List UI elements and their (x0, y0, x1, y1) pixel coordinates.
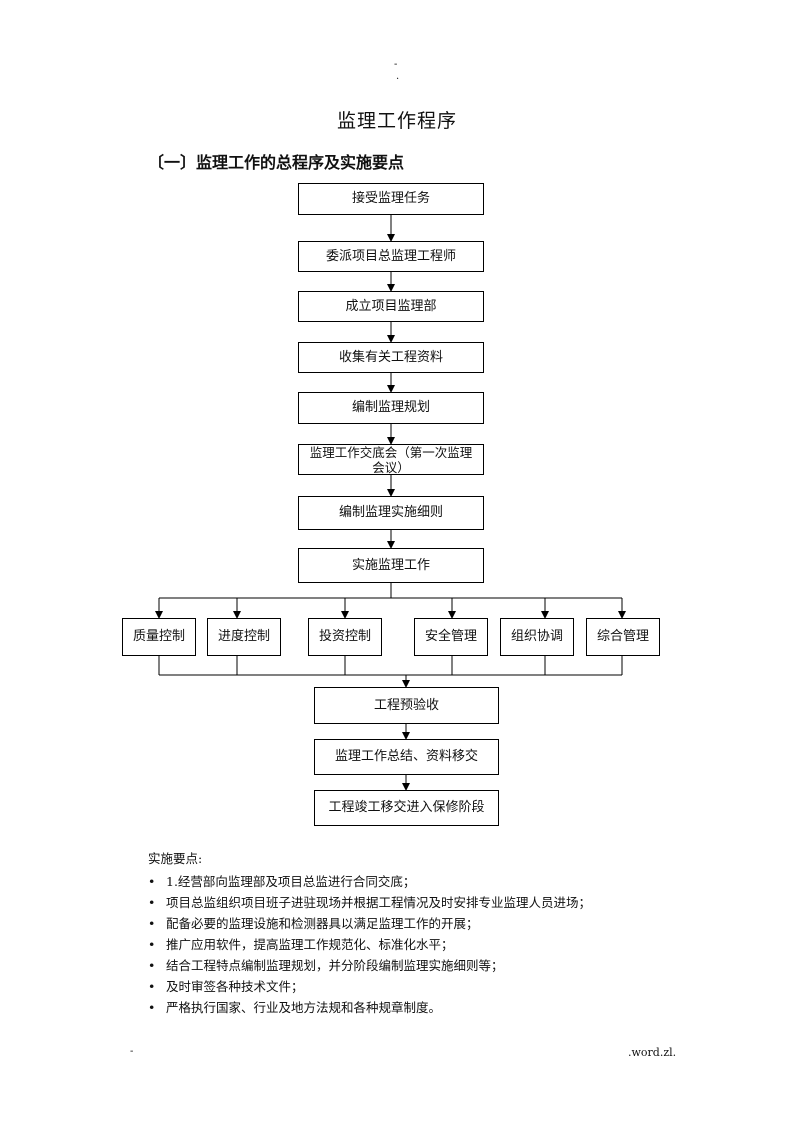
list-item: • 配备必要的监理设施和检测器具以满足监理工作的开展； (148, 913, 591, 934)
note-text: 1.经营部向监理部及项目总监进行合同交底； (166, 874, 416, 889)
footer-right: .word.zl. (628, 1046, 677, 1059)
flow-step-execute-supervision: 实施监理工作 (298, 548, 484, 583)
bullet-icon: • (148, 895, 156, 910)
footer-left: - (130, 1046, 134, 1057)
bullet-icon: • (148, 916, 156, 931)
bullet-icon: • (148, 937, 156, 952)
branch-safety-management: 安全管理 (414, 618, 488, 656)
flow-step-detailed-rules: 编制监理实施细则 (298, 496, 484, 530)
list-item: • 1.经营部向监理部及项目总监进行合同交底； (148, 871, 591, 892)
branch-investment-control: 投资控制 (308, 618, 382, 656)
bullet-icon: • (148, 979, 156, 994)
branch-general-management: 综合管理 (586, 618, 660, 656)
notes-label: 实施要点: (148, 851, 203, 866)
branch-coordination: 组织协调 (500, 618, 574, 656)
flow-step-accept-task: 接受监理任务 (298, 183, 484, 215)
list-item: • 结合工程特点编制监理规划，并分阶段编制监理实施细则等； (148, 955, 591, 976)
section-heading: 〔一〕监理工作的总程序及实施要点 (148, 153, 405, 172)
branch-quality-control: 质量控制 (122, 618, 196, 656)
flow-step-collect-data: 收集有关工程资料 (298, 342, 484, 373)
bullet-icon: • (148, 1000, 156, 1015)
flow-step-briefing-meeting: 监理工作交底会（第一次监理会议） (298, 444, 484, 475)
bullet-icon: • (148, 958, 156, 973)
header-mark: - (394, 59, 398, 70)
note-text: 推广应用软件，提高监理工作规范化、标准化水平； (166, 937, 454, 952)
list-item: • 项目总监组织项目班子进驻现场并根据工程情况及时安排专业监理人员进场； (148, 892, 591, 913)
flow-step-set-up-dept: 成立项目监理部 (298, 291, 484, 322)
notes-list: • 1.经营部向监理部及项目总监进行合同交底； • 项目总监组织项目班子进驻现场并根… (148, 871, 591, 1018)
flow-step-summary-handover: 监理工作总结、资料移交 (314, 739, 499, 775)
header-dot: . (396, 71, 400, 82)
list-item: • 严格执行国家、行业及地方法规和各种规章制度。 (148, 997, 591, 1018)
document-title: 监理工作程序 (336, 110, 457, 132)
implementation-notes: 实施要点: • 1.经营部向监理部及项目总监进行合同交底； • 项目总监组织项目班子… (148, 848, 591, 1018)
note-text: 严格执行国家、行业及地方法规和各种规章制度。 (166, 1000, 442, 1015)
flow-step-completion-warranty: 工程竣工移交进入保修阶段 (314, 790, 499, 826)
list-item: • 推广应用软件，提高监理工作规范化、标准化水平； (148, 934, 591, 955)
note-text: 项目总监组织项目班子进驻现场并根据工程情况及时安排专业监理人员进场； (166, 895, 592, 910)
flow-step-prepare-plan: 编制监理规划 (298, 392, 484, 424)
branch-schedule-control: 进度控制 (207, 618, 281, 656)
flow-step-assign-chief: 委派项目总监理工程师 (298, 241, 484, 272)
note-text: 结合工程特点编制监理规划，并分阶段编制监理实施细则等； (166, 958, 504, 973)
list-item: • 及时审签各种技术文件； (148, 976, 591, 997)
note-text: 及时审签各种技术文件； (166, 979, 304, 994)
note-text: 配备必要的监理设施和检测器具以满足监理工作的开展； (166, 916, 479, 931)
bullet-icon: • (148, 874, 156, 889)
flow-step-pre-acceptance: 工程预验收 (314, 687, 499, 724)
